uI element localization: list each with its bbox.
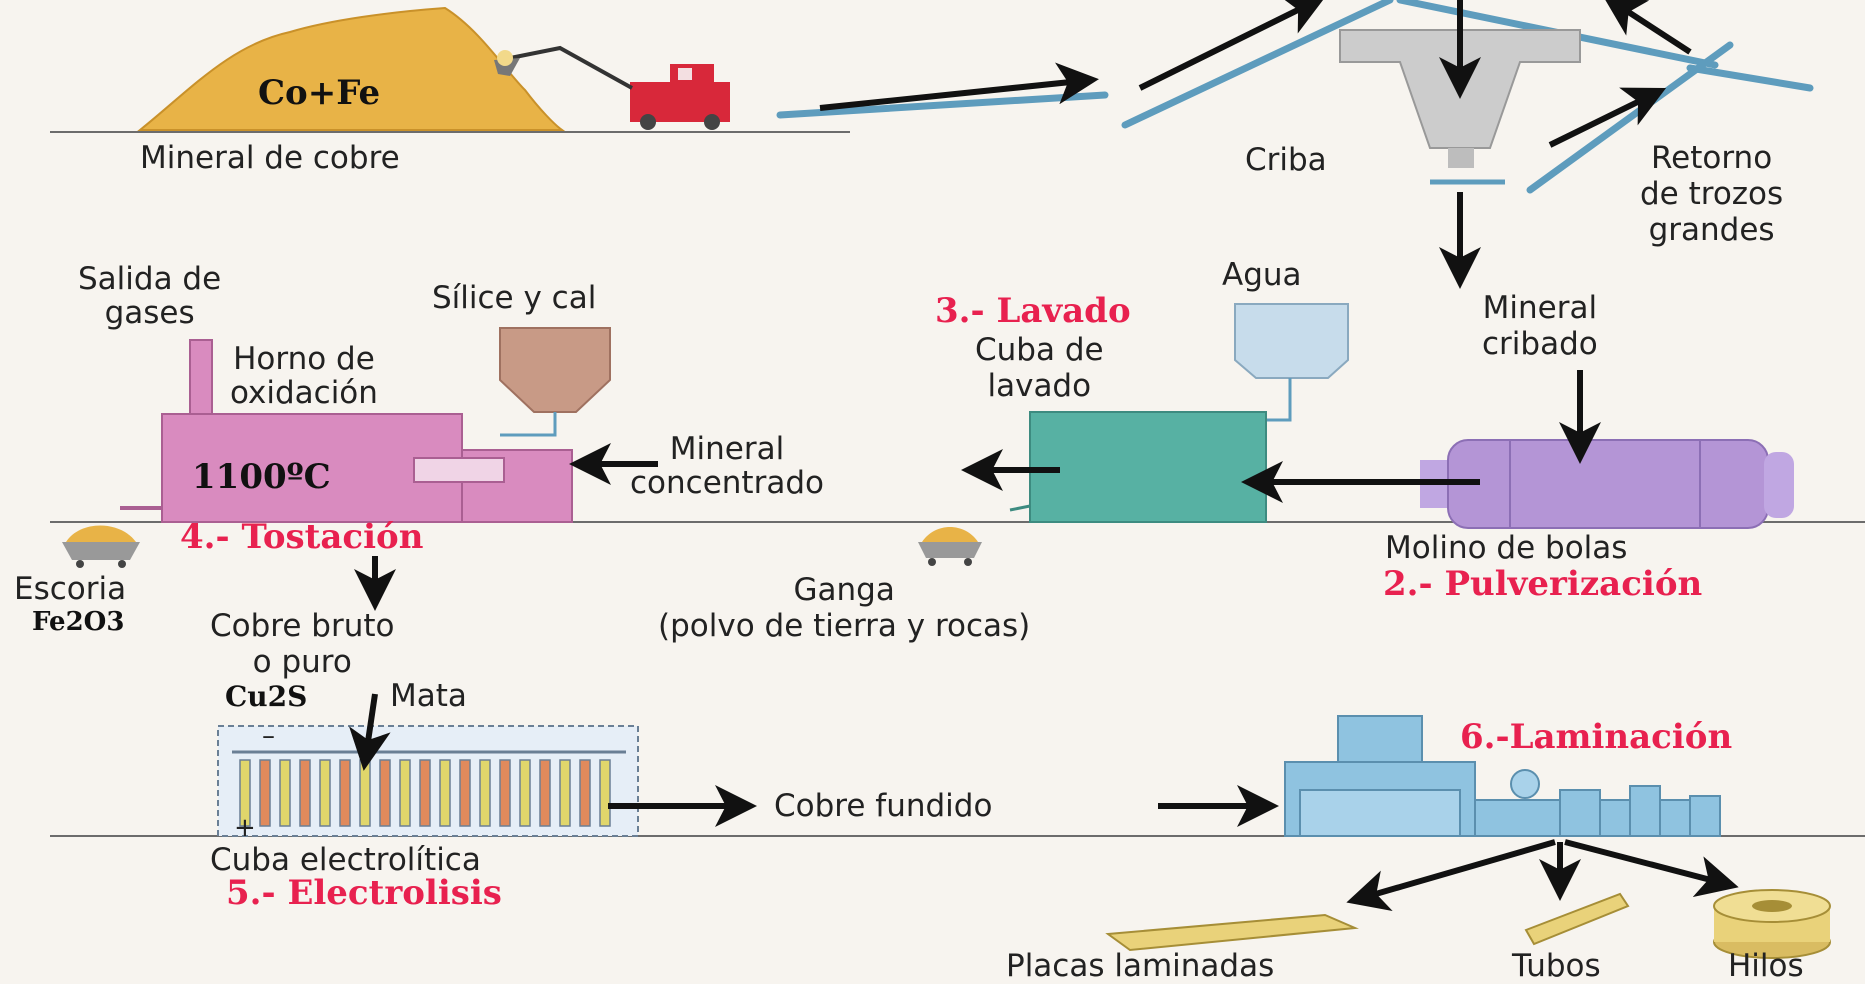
product-wires-label: Hilos <box>1728 948 1804 984</box>
matte-formula: Cu2S <box>225 680 308 713</box>
slag-formula: Fe2O3 <box>32 607 125 637</box>
screened-ore-label: Mineral cribado <box>1482 290 1598 362</box>
crude-copper-label: Cobre bruto o puro <box>210 608 395 680</box>
matte-label: Mata <box>390 678 467 714</box>
ore-pile <box>137 6 566 131</box>
furnace-temperature: 1100ºC <box>192 457 331 497</box>
silica-hopper <box>499 327 611 437</box>
water-tank <box>1234 303 1349 422</box>
ore-label: Mineral de cobre <box>140 140 400 176</box>
furnace <box>120 339 573 523</box>
ore-composition: Co+Fe <box>258 73 381 113</box>
cathode-minus: – <box>262 721 275 751</box>
product-tubes-label: Tubos <box>1512 948 1601 984</box>
concentrate-label: Mineral concentrado <box>630 431 824 501</box>
ball-mill-label: Molino de bolas <box>1385 530 1628 566</box>
slag-label: Escoria <box>14 571 127 607</box>
electrolytic-cell <box>217 725 639 837</box>
step-6-label: 6.-Laminación <box>1460 717 1733 757</box>
waste-cart <box>918 527 982 566</box>
gas-outlet-label: Salida de gases <box>78 261 222 331</box>
rolling-mill <box>1284 715 1721 837</box>
product-tube <box>1524 892 1630 946</box>
product-wire-coil <box>1713 889 1831 959</box>
water-label: Agua <box>1222 257 1302 293</box>
slag-cart <box>62 525 140 568</box>
anode-plus: + <box>234 813 256 843</box>
molten-copper-label: Cobre fundido <box>774 788 993 824</box>
electrolytic-cell-label: Cuba electrolítica <box>210 842 481 878</box>
gangue-label: Ganga (polvo de tierra y rocas) <box>658 572 1031 644</box>
flow-arrows <box>349 0 1739 911</box>
truck <box>494 45 730 130</box>
wash-tank-label: Cuba de lavado <box>975 332 1104 404</box>
furnace-label: Horno de oxidación <box>230 341 378 411</box>
product-plate <box>1105 913 1359 952</box>
return-label: Retorno de trozos grandes <box>1640 140 1784 248</box>
step-4-label: 4.- Tostación <box>180 517 424 557</box>
step-3-label: 3.- Lavado <box>935 291 1131 331</box>
product-plates-label: Placas laminadas <box>1006 948 1275 984</box>
silica-lime-label: Sílice y cal <box>432 280 597 316</box>
step-5-label: 5.- Electrolisis <box>226 873 502 913</box>
step-2-label: 2.- Pulverización <box>1383 564 1703 604</box>
screen-label: Criba <box>1245 142 1327 178</box>
